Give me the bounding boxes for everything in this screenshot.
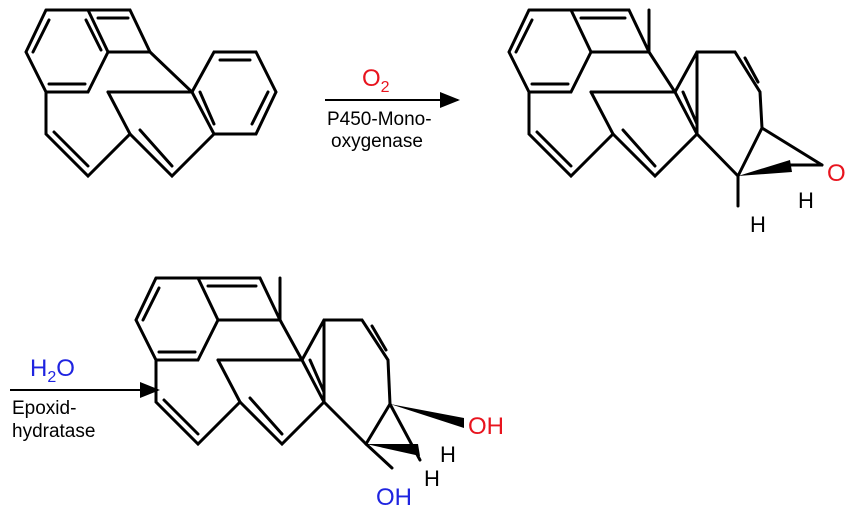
enzyme-label-line2: hydratase bbox=[12, 421, 95, 442]
epoxide-oxygen-label: O bbox=[827, 160, 846, 187]
diol-h-a-label: H bbox=[440, 442, 456, 467]
epoxide-h-left-label: H bbox=[750, 212, 766, 237]
diol-h-b-label: H bbox=[424, 466, 440, 491]
benzo-a-pyrene-molecule bbox=[24, 8, 278, 179]
reagent-water: H2O bbox=[30, 355, 75, 386]
reaction-step-2: H2O Epoxid- hydratase bbox=[10, 355, 160, 442]
enzyme-label-line2: oxygenase bbox=[331, 131, 423, 152]
reagent-oxygen: O2 bbox=[362, 65, 390, 96]
enzyme-label-line1: P450-Mono- bbox=[327, 109, 432, 130]
diol-molecule: OH OH H H bbox=[134, 276, 504, 511]
epoxide-h-right-label: H bbox=[798, 188, 814, 213]
reaction-step-1: O2 P450-Mono- oxygenase bbox=[325, 65, 460, 152]
enzyme-label-line1: Epoxid- bbox=[12, 398, 76, 419]
diol-oh-bottom-label: OH bbox=[376, 484, 412, 511]
epoxide-molecule: O H H bbox=[507, 8, 846, 237]
diol-oh-top-label: OH bbox=[468, 413, 504, 440]
